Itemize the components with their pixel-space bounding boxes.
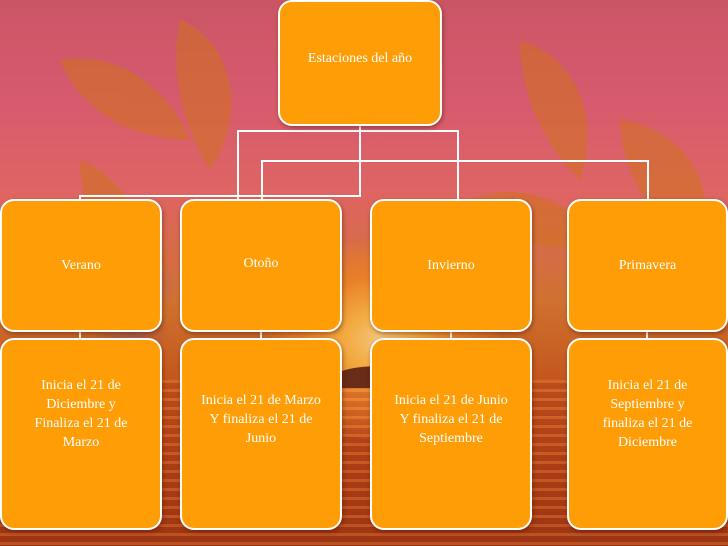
season-detail-text: Inicia el 21 de Marzo Y finaliza el 21 d…: [201, 392, 321, 446]
season-detail-text: Inicia el 21 de Septiembre y finaliza el…: [602, 378, 693, 450]
season-node-verano: Verano: [0, 199, 162, 332]
season-node-invierno: Invierno: [370, 199, 532, 332]
season-detail-text: Inicia el 21 de Diciembre y Finaliza el …: [34, 378, 128, 450]
season-detail-text: Inicia el 21 de Junio Y finaliza el 21 d…: [394, 392, 508, 446]
connector-line: [360, 130, 459, 199]
season-detail-otono: Inicia el 21 de Marzo Y finaliza el 21 d…: [180, 338, 342, 530]
season-label: Otoño: [243, 256, 279, 271]
root-label: Estaciones del año: [307, 50, 413, 66]
season-node-otono: Otoño: [180, 199, 342, 332]
season-label: Primavera: [618, 258, 677, 273]
season-label: Verano: [61, 258, 101, 273]
season-detail-invierno: Inicia el 21 de Junio Y finaliza el 21 d…: [370, 338, 532, 530]
root-node: Estaciones del año: [278, 0, 442, 126]
season-node-primavera: Primavera: [567, 199, 728, 332]
connector-line: [237, 126, 361, 199]
connector-line: [79, 131, 361, 199]
connector-line: [360, 160, 649, 199]
season-label: Invierno: [427, 258, 475, 273]
connector-line: [261, 131, 361, 199]
season-detail-primavera: Inicia el 21 de Septiembre y finaliza el…: [567, 338, 728, 530]
season-detail-verano: Inicia el 21 de Diciembre y Finaliza el …: [0, 338, 162, 530]
